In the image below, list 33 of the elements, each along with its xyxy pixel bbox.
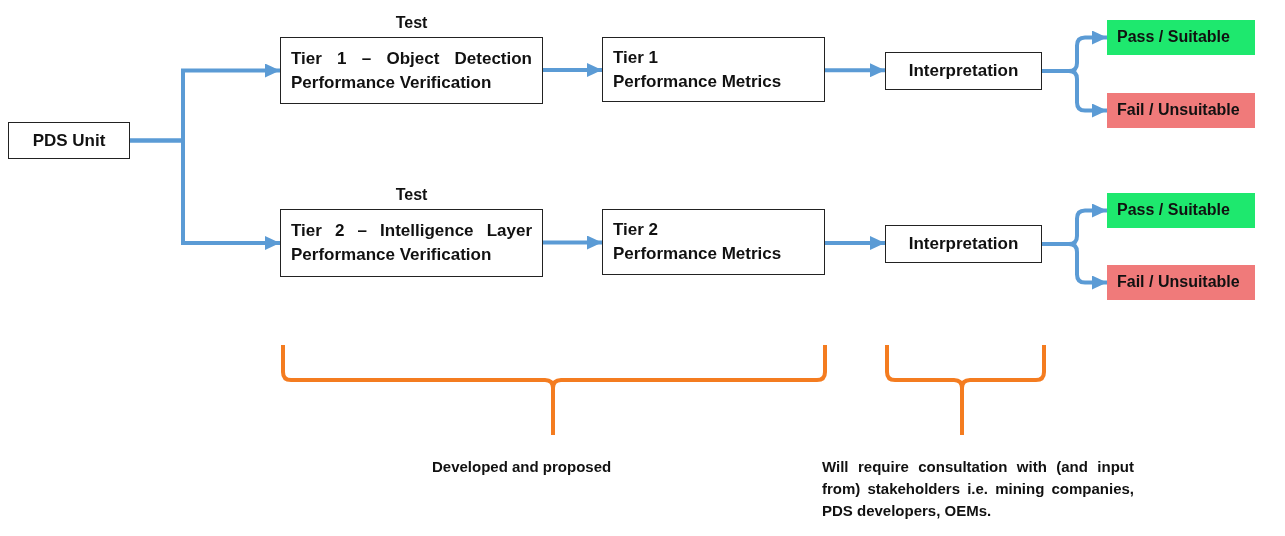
box-text: Interpretation <box>907 233 1020 256</box>
arrow <box>130 138 280 250</box>
process-box <box>8 122 130 159</box>
box-caption: Test <box>394 14 429 32</box>
process-box <box>602 37 825 102</box>
fail-box <box>1107 93 1255 128</box>
pass-box <box>1107 20 1255 55</box>
process-box <box>885 52 1042 90</box>
arrow <box>825 236 885 250</box>
box-text: PDS Unit <box>31 129 107 152</box>
note-text: Will require consultation with (and input from) stakeholders i.e. mining companies, PDS developers, OEMs. <box>822 457 1134 521</box>
arrow <box>825 63 885 78</box>
arrow <box>543 235 602 250</box>
box-text: Fail / Unsuitable <box>1117 100 1241 121</box>
process-box <box>602 209 825 275</box>
fail-box <box>1107 265 1255 300</box>
box-text: Tier 2 – Intelligence Layer Performance Verification <box>291 220 532 266</box>
box-text: Pass / Suitable <box>1117 27 1231 48</box>
box-text: Pass / Suitable <box>1117 200 1231 221</box>
box-caption: Test <box>394 186 429 204</box>
process-box <box>885 225 1042 263</box>
box-text: Tier 1 – Object Detection Performance Verification <box>291 47 532 94</box>
note-text: Developed and proposed <box>432 457 613 477</box>
arrow <box>543 63 602 77</box>
box-text: Fail / Unsuitable <box>1117 272 1241 293</box>
box-text: Interpretation <box>907 60 1020 83</box>
pass-box <box>1107 193 1255 228</box>
box-text: Tier 1 <box>613 46 660 69</box>
box-text: Performance Metrics <box>613 70 783 93</box>
box-text: Performance Metrics <box>613 243 783 265</box>
arrow <box>1042 69 1107 118</box>
arrow <box>1042 242 1107 290</box>
box-text: Tier 2 <box>613 219 660 242</box>
